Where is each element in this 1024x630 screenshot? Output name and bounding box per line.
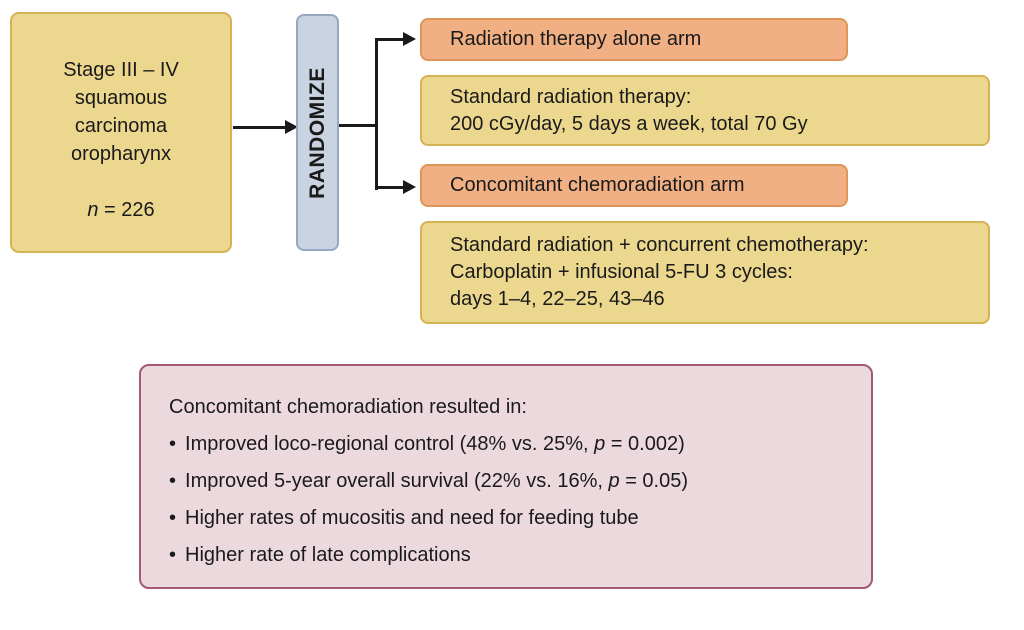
population-line-1: Stage III – IV (63, 59, 179, 81)
results-bullet-2-text: Improved 5-year overall survival (22% vs… (185, 470, 609, 492)
population-line-2: squamous (74, 87, 168, 109)
results-bullet-1-text: Improved loco-regional control (48% vs. … (185, 433, 595, 455)
results-bullet-1-pval: = 0.002) (605, 433, 685, 455)
arm1-detail-box: Standard radiation therapy: 200 cGy/day,… (420, 75, 990, 146)
bullet-icon: • (169, 433, 177, 455)
population-line-4: oropharynx (70, 143, 172, 165)
results-bullet-3: • Higher rates of mucositis and need for … (169, 500, 853, 537)
results-bullet-1: • Improved loco-regional control (48% vs.… (169, 426, 853, 463)
bullet-icon: • (169, 507, 177, 529)
arm2-detail-line-2: Carboplatin + infusional 5-FU 3 cycles: (450, 261, 793, 283)
arm2-detail-box: Standard radiation + concurrent chemothe… (420, 221, 990, 324)
arm2-label: Concomitant chemoradiation arm (450, 174, 745, 196)
results-bullet-1-pvar: p (594, 433, 606, 455)
branch-bottom-arrowhead-icon (403, 180, 416, 194)
results-bullet-4: • Higher rate of late complications (169, 537, 853, 574)
branch-bottom-line (375, 186, 405, 189)
branch-top-arrowhead-icon (403, 32, 416, 46)
arm1-box: Radiation therapy alone arm (420, 18, 848, 61)
population-box: Stage III – IV squamous carcinoma oropha… (10, 12, 232, 253)
sample-size-value: = 226 (98, 199, 155, 221)
results-title: Concomitant chemoradiation resulted in: (169, 396, 527, 418)
arm1-label: Radiation therapy alone arm (450, 28, 702, 50)
arm2-detail-line-1: Standard radiation + concurrent chemothe… (450, 234, 869, 256)
results-bullet-4-text: Higher rate of late complications (185, 544, 471, 566)
population-line-3: carcinoma (74, 115, 168, 137)
arm2-detail-line-3: days 1–4, 22–25, 43–46 (450, 288, 665, 310)
results-box: Concomitant chemoradiation resulted in: … (139, 364, 873, 589)
arm1-detail-line-1: Standard radiation therapy: (450, 85, 692, 108)
sample-size: n = 226 (12, 196, 230, 224)
arm1-detail-line-2: 200 cGy/day, 5 days a week, total 70 Gy (450, 112, 808, 135)
bullet-icon: • (169, 470, 177, 492)
results-bullet-2-pval: = 0.05) (619, 470, 689, 492)
randomize-box: RANDOMIZE (296, 14, 339, 251)
population-to-randomize-arrowhead-icon (285, 120, 298, 134)
branch-top-line (375, 38, 405, 41)
branch-stem-line (339, 124, 378, 127)
branch-vertical-line (375, 38, 378, 190)
bullet-icon: • (169, 544, 177, 566)
sample-size-n: n (87, 199, 99, 221)
population-to-randomize-arrow-line (233, 126, 287, 129)
arm2-box: Concomitant chemoradiation arm (420, 164, 848, 207)
results-bullet-2: • Improved 5-year overall survival (22% v… (169, 463, 853, 500)
results-bullet-2-pvar: p (608, 470, 620, 492)
results-bullet-3-text: Higher rates of mucositis and need for f… (185, 507, 639, 529)
randomize-label: RANDOMIZE (305, 66, 329, 199)
